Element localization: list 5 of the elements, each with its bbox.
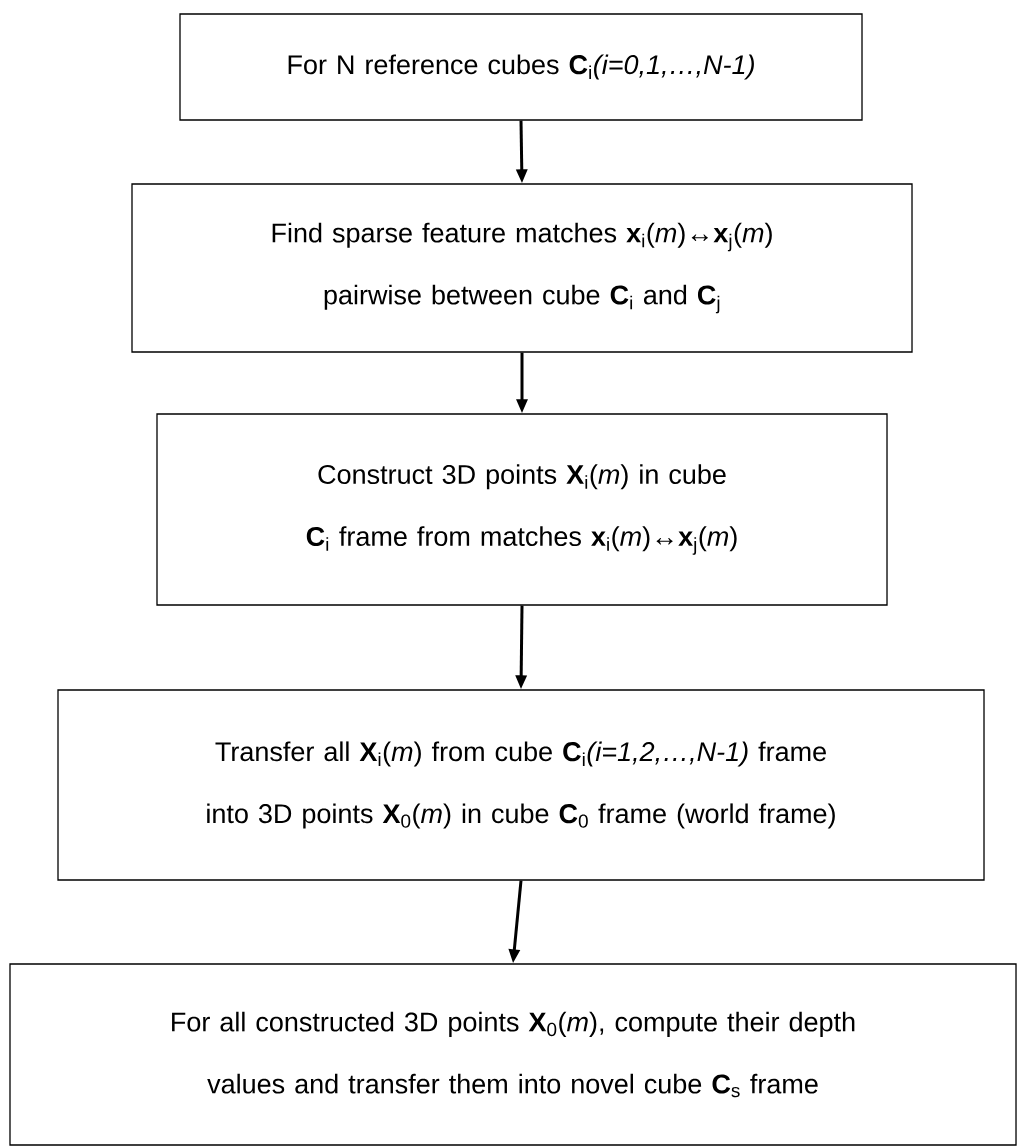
process-box: Transfer all X$_{i}$(m) from cube C$_{i}$(i=1,2,…,N-1) frame into 3D points X$_{0}$(m) in cube C$_{0}$ frame (world frame) xyxy=(57,689,985,881)
process-box: For all constructed 3D points X$_{0}$(m), compute their depth values and transfer them into novel cube C$_{s}$ frame xyxy=(9,963,1017,1146)
process-box: For N reference cubes C$_{i}$(i=0,1,…,N-1) xyxy=(179,13,863,121)
process-box: Construct 3D points X$_{i}$(m) in cube C$_{i}$ frame from matches x$_{i}$(m)↔x$_{j}$(m) xyxy=(156,413,888,606)
process-box: Find sparse feature matches x$_{i}$(m)↔x$_{j}$(m) pairwise between cube C$_{i}$ and C$_{j}$ xyxy=(131,183,913,353)
